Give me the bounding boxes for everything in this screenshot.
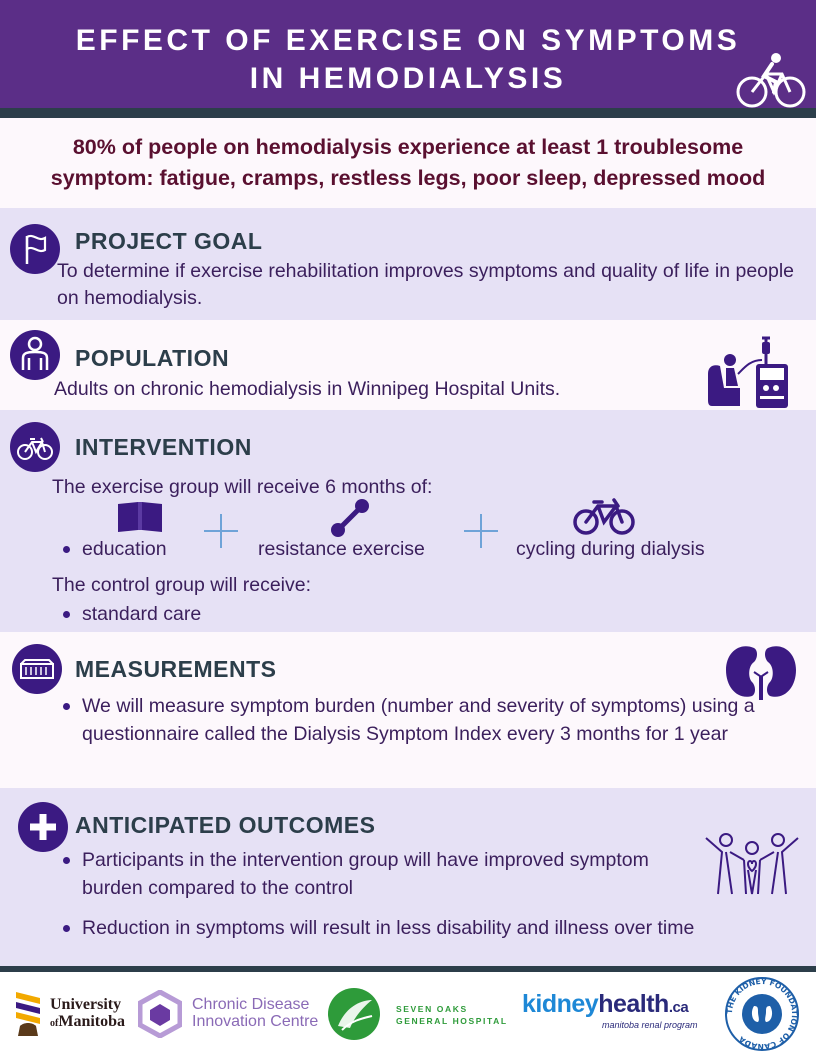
um-crest-icon — [16, 992, 40, 1036]
section-title: INTERVENTION — [75, 434, 252, 460]
list-item: Participants in the intervention group w… — [60, 846, 680, 902]
section-measurements: MEASUREMENTS We will measure symptom bur… — [0, 632, 816, 788]
kidney-health-logo-text: kidneyhealth.ca — [522, 990, 689, 1018]
section-title: ANTICIPATED OUTCOMES — [75, 812, 376, 838]
header-banner: EFFECT OF EXERCISE ON SYMPTOMS IN HEMODI… — [0, 0, 816, 112]
list-item: resistance exercise — [258, 538, 425, 560]
section-text: To determine if exercise rehabilitation … — [57, 260, 795, 309]
logo-seven-oaks: SEVEN OAKS GENERAL HOSPITAL — [326, 984, 516, 1044]
person-icon — [10, 330, 60, 380]
headline-statistic: 80% of people on hemodialysis experience… — [0, 118, 816, 208]
book-icon — [118, 502, 162, 532]
logo-university-of-manitoba: University ofManitoba — [12, 984, 136, 1044]
seven-oaks-logo-text: SEVEN OAKS GENERAL HOSPITAL — [396, 1004, 508, 1026]
list-item: cycling during dialysis — [516, 538, 705, 560]
section-title: PROJECT GOAL — [75, 228, 263, 254]
um-logo-text: University ofManitoba — [50, 996, 126, 1030]
footer-divider — [0, 966, 816, 972]
list-item: standard care — [60, 600, 201, 628]
cyclist-icon — [736, 53, 806, 108]
exercise-intro: The exercise group will receive 6 months… — [52, 476, 433, 498]
section-title: MEASUREMENTS — [75, 656, 277, 682]
seven-oaks-leaf-icon — [328, 988, 380, 1040]
dumbbell-icon — [331, 499, 369, 537]
bicycle-icon — [10, 422, 60, 472]
plus-icon — [18, 802, 68, 852]
cdic-logo-text: Chronic Disease Innovation Centre — [192, 996, 319, 1030]
section-title: POPULATION — [75, 345, 230, 371]
logo-kidney-health: kidneyhealth.ca manitoba renal program — [522, 990, 698, 1038]
section-population: POPULATION Adults on chronic hemodialysi… — [0, 320, 816, 410]
people-group-icon — [705, 833, 799, 895]
logo-cdic: Chronic Disease Innovation Centre — [138, 988, 322, 1042]
dialysis-machine-icon — [708, 336, 788, 408]
section-anticipated-outcomes: ANTICIPATED OUTCOMES Participants in the… — [0, 788, 816, 966]
section-project-goal: PROJECT GOAL To determine if exercise re… — [0, 208, 816, 320]
kidney-health-subtext: manitoba renal program — [602, 1020, 698, 1030]
list-item: We will measure symptom burden (number a… — [60, 692, 780, 748]
cdic-hexagon-icon — [138, 990, 182, 1038]
plus-separator-icon — [464, 514, 498, 548]
list-item: Reduction in symptoms will result in les… — [60, 914, 810, 942]
header-divider — [0, 108, 816, 118]
section-intervention: INTERVENTION The exercise group will rec… — [0, 410, 816, 632]
footer-logos: University ofManitoba Chronic Disease In… — [0, 972, 816, 1056]
logo-kidney-foundation: THE KIDNEY FOUNDATION OF CANADA — [725, 977, 799, 1051]
list-item: education — [60, 535, 167, 563]
plus-separator-icon — [204, 514, 238, 548]
kidneys-icon — [726, 646, 796, 700]
flag-icon — [10, 224, 60, 274]
page-title: EFFECT OF EXERCISE ON SYMPTOMS IN HEMODI… — [75, 24, 741, 95]
dialysis-unit-icon — [12, 644, 62, 694]
control-intro: The control group will receive: — [52, 574, 312, 596]
section-text: Adults on chronic hemodialysis in Winnip… — [54, 378, 561, 400]
bicycle-icon — [573, 498, 635, 535]
